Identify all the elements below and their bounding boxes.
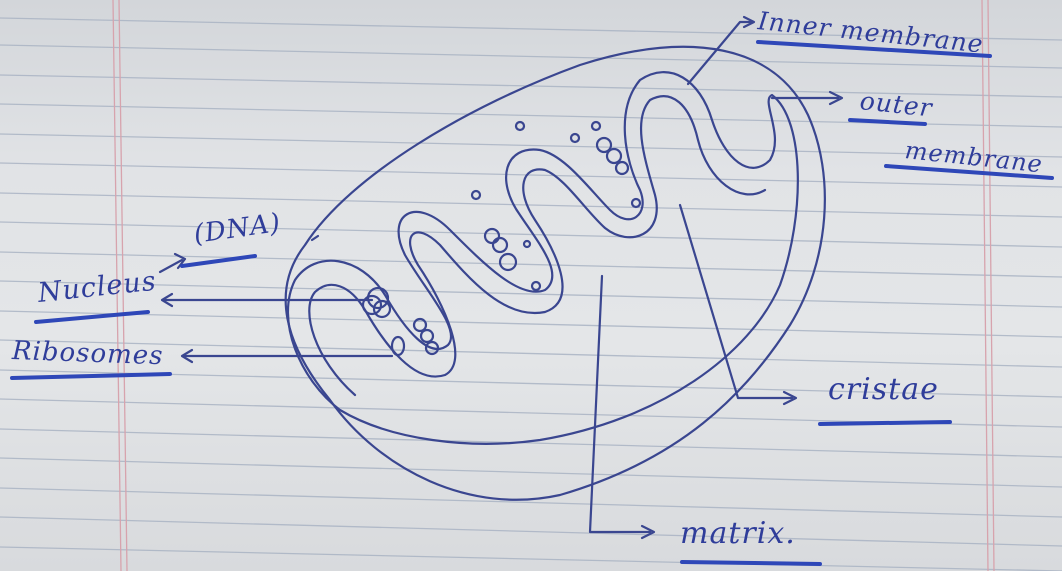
pointer-cristae [678, 203, 794, 400]
label-matrix: matrix. [680, 516, 796, 551]
label-cristae: cristae [828, 372, 939, 407]
pointer-inner-membrane [686, 20, 754, 86]
inner-membrane-outline [286, 71, 799, 445]
label-ribosomes: Ribosomes [11, 336, 165, 372]
margin-lines [112, 0, 995, 571]
underlines [10, 40, 1054, 566]
outer-membrane-outline [284, 45, 826, 501]
inner-fold-contour [308, 95, 767, 397]
pointer-matrix [588, 274, 652, 534]
pointer-dna [158, 258, 184, 274]
ribosome-dots [390, 120, 642, 357]
dna-loops [361, 136, 630, 319]
